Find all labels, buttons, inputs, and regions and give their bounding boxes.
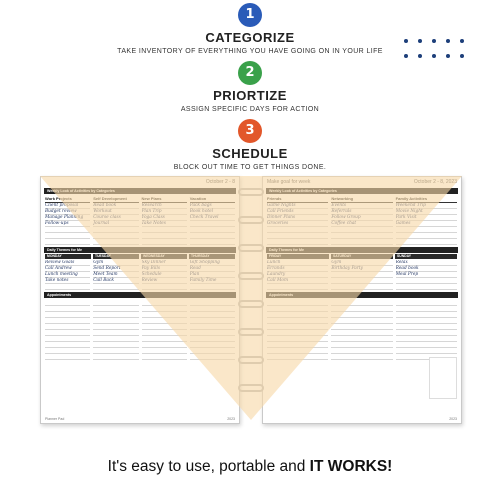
step-prioritize: 2 PRIORTIZE ASSIGN SPECIFIC DAYS FOR ACT… xyxy=(0,61,500,113)
category-heading: Friends xyxy=(267,196,329,203)
section-header-daily-themes: Daily Themes for Me xyxy=(44,247,236,253)
page-header-date: October 2 - 8 xyxy=(205,179,235,185)
category-heading: Vacation xyxy=(189,196,235,203)
day-heading: WEDNESDAY xyxy=(141,254,187,259)
decorative-dots xyxy=(404,39,464,58)
day-heading: THURSDAY xyxy=(189,254,235,259)
section-header-appointments: Appointments xyxy=(44,292,236,298)
day-heading: FRIDAY xyxy=(267,254,329,259)
section-header-daily-themes: Daily Themes for Me xyxy=(266,247,458,253)
step-subtitle: BLOCK OUT TIME TO GET THINGS DONE. xyxy=(173,164,327,171)
step-number-badge-3: 3 xyxy=(238,119,262,143)
planner-left-page: October 2 - 8 Weekly Look of Activities … xyxy=(40,176,240,424)
category-heading: Self Development xyxy=(93,196,139,203)
step-number-badge-1: 1 xyxy=(238,3,262,27)
step-number-badge-2: 2 xyxy=(238,61,262,85)
day-heading: SUNDAY xyxy=(395,254,457,259)
day-heading: SATURDAY xyxy=(331,254,393,259)
category-heading: Networking xyxy=(331,196,393,203)
mini-calendar xyxy=(429,357,457,399)
step-title: SCHEDULE xyxy=(212,146,288,161)
step-schedule: 3 SCHEDULE BLOCK OUT TIME TO GET THINGS … xyxy=(0,119,500,171)
category-heading: New Plans xyxy=(141,196,187,203)
section-header-categories: Weekly Look of Activities by Categories xyxy=(266,188,458,194)
day-heading: TUESDAY xyxy=(93,254,139,259)
brand-footer: Planner Pad xyxy=(45,417,65,421)
page-footer-year: 2023 xyxy=(449,417,457,421)
section-header-categories: Weekly Look of Activities by Categories xyxy=(44,188,236,194)
binder-rings xyxy=(238,186,264,416)
step-subtitle: TAKE INVENTORY OF EVERYTHING YOU HAVE GO… xyxy=(117,48,383,55)
category-heading: Family Activities xyxy=(395,196,457,203)
tagline: It's easy to use, portable and IT WORKS! xyxy=(0,458,500,476)
tagline-text: It's easy to use, portable and xyxy=(107,458,310,475)
planner-right-page: Make goal for week October 2 - 8, 2023 W… xyxy=(262,176,462,424)
step-categorize: 1 CATEGORIZE TAKE INVENTORY OF EVERYTHIN… xyxy=(0,3,500,55)
section-header-appointments: Appointments xyxy=(266,292,458,298)
page-header-date: October 2 - 8, 2023 xyxy=(413,179,457,185)
page-footer-year: 2023 xyxy=(227,417,235,421)
tagline-emphasis: IT WORKS! xyxy=(309,458,393,475)
planner-spread: October 2 - 8 Weekly Look of Activities … xyxy=(40,176,462,424)
day-heading: MONDAY xyxy=(45,254,91,259)
step-title: CATEGORIZE xyxy=(205,30,295,45)
category-heading: Work Projects xyxy=(45,196,91,203)
step-subtitle: ASSIGN SPECIFIC DAYS FOR ACTION xyxy=(180,106,320,113)
page-header-left: Make goal for week xyxy=(267,179,311,185)
step-title: PRIORTIZE xyxy=(213,88,287,103)
